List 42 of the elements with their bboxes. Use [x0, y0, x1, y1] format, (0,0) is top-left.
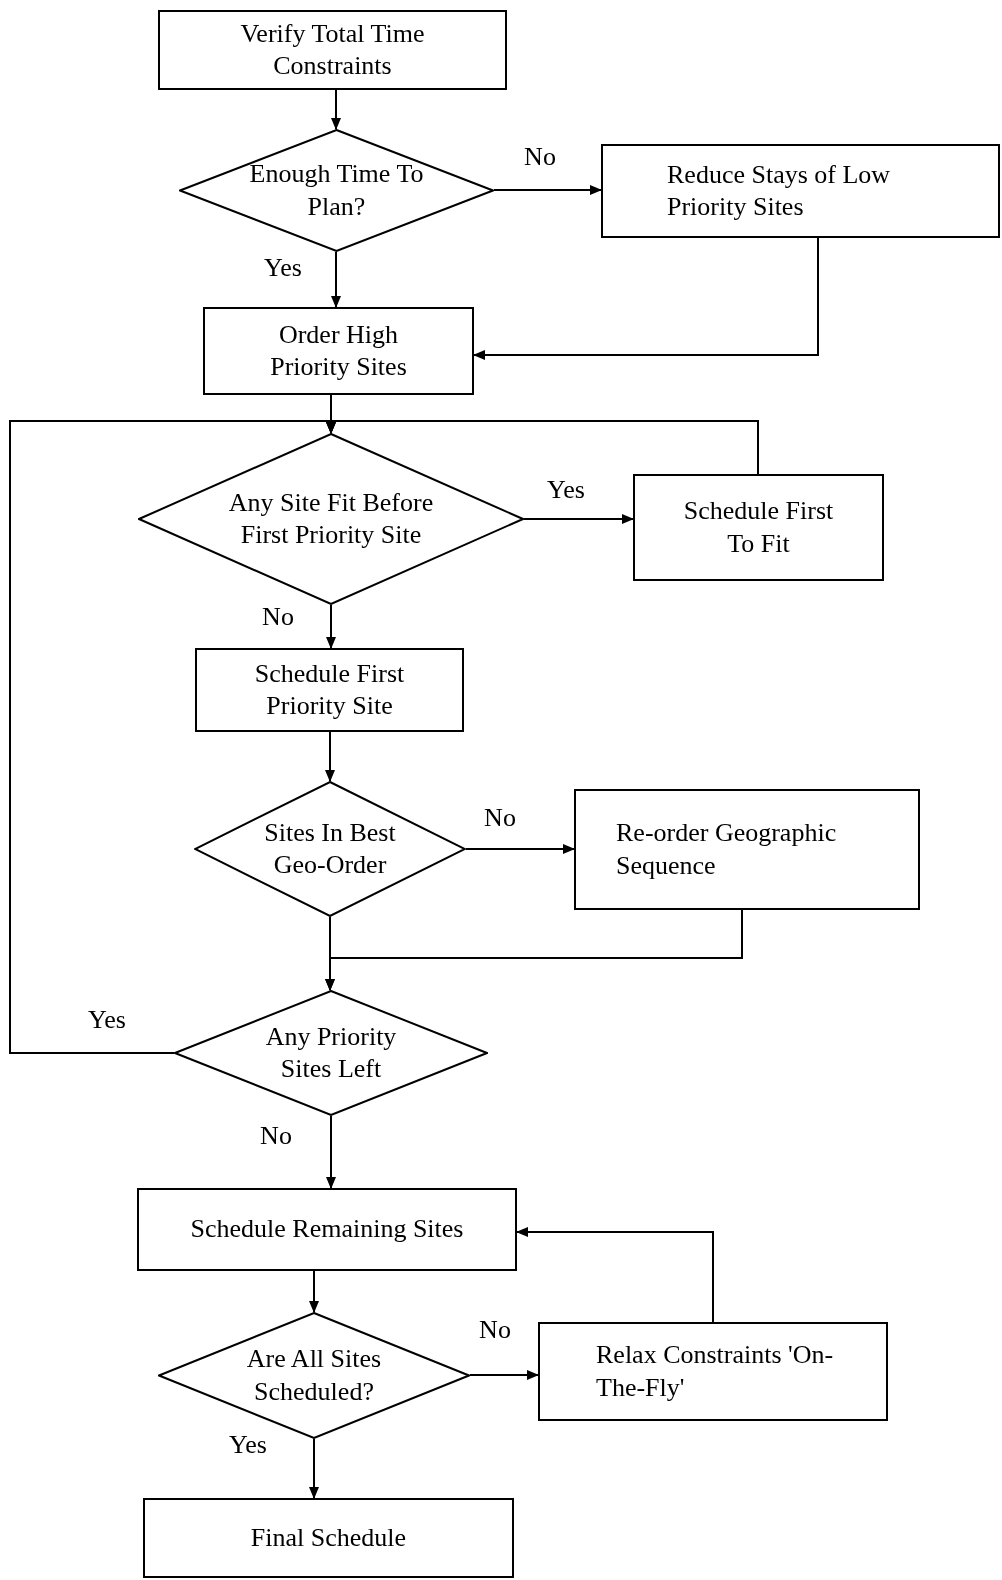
node-label: Schedule First To Fit — [682, 495, 835, 560]
node-label: Schedule Remaining Sites — [190, 1213, 464, 1246]
arrow — [523, 514, 634, 524]
node-label: Are All Sites Scheduled? — [245, 1343, 383, 1408]
process-box — [137, 1188, 517, 1271]
arrow — [473, 237, 819, 360]
node-label: Re-order Geographic Sequence — [616, 817, 838, 882]
process-box — [203, 307, 474, 395]
decision-diamond — [179, 129, 494, 252]
node-label: Final Schedule — [250, 1521, 407, 1554]
process-box — [538, 1322, 888, 1421]
arrow — [493, 185, 602, 195]
decision-diamond — [194, 781, 466, 917]
node-label: Any Priority Sites Left — [264, 1020, 398, 1085]
process-box — [195, 648, 464, 732]
arrow — [309, 1270, 319, 1313]
process-box — [574, 789, 920, 910]
arrow — [331, 251, 341, 308]
process-box — [143, 1498, 514, 1578]
node-label: Verify Total Time Constraints — [239, 17, 426, 82]
process-box — [601, 144, 1000, 238]
arrow — [325, 731, 335, 782]
arrow — [326, 604, 336, 649]
arrow — [309, 1438, 319, 1499]
arrow — [9, 420, 336, 1054]
process-box — [158, 10, 507, 90]
node-label: Any Site Fit Before First Priority Site — [227, 486, 435, 551]
node-label: Order High Priority Sites — [269, 318, 408, 383]
arrow — [331, 89, 341, 130]
arrow — [516, 1227, 714, 1323]
node-label: Enough Time To Plan? — [248, 158, 425, 223]
decision-diamond — [174, 990, 488, 1116]
node-label: Reduce Stays of Low Priority Sites — [667, 158, 892, 223]
node-label: Relax Constraints 'On-The-Fly' — [596, 1339, 835, 1404]
arrow — [465, 844, 575, 854]
node-label: Sites In Best Geo-Order — [263, 816, 397, 881]
decision-diamond — [138, 433, 524, 605]
arrow — [325, 909, 743, 991]
arrow — [326, 1115, 336, 1189]
arrow — [469, 1370, 539, 1380]
node-label: Schedule First Priority Site — [253, 657, 406, 722]
process-box — [633, 474, 884, 581]
